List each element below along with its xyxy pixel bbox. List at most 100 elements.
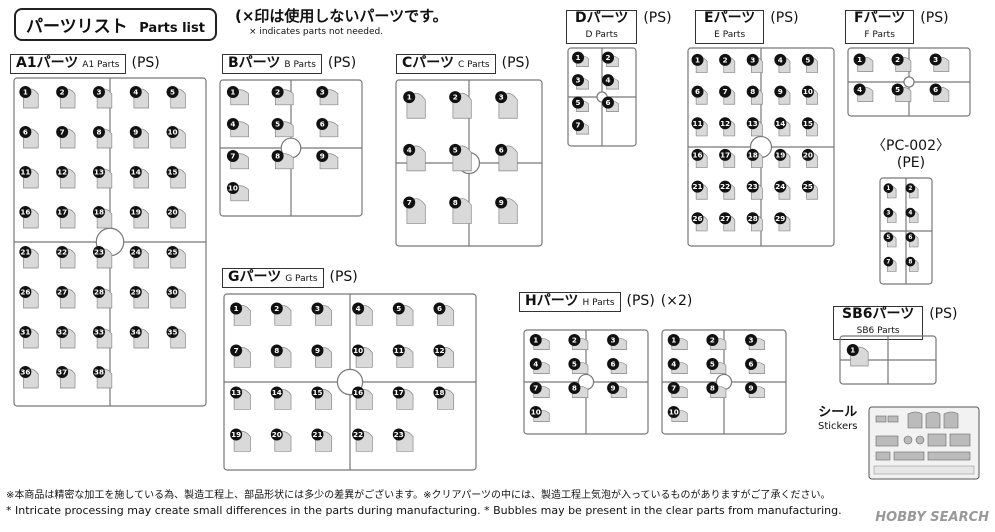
svg-text:1: 1	[234, 304, 239, 313]
svg-text:35: 35	[168, 328, 178, 337]
svg-text:8: 8	[275, 152, 280, 161]
svg-text:17: 17	[720, 150, 730, 159]
part-b-9: 9	[316, 150, 339, 170]
part-d-6: 6	[602, 96, 619, 112]
svg-text:4: 4	[778, 55, 783, 64]
svg-text:1: 1	[857, 55, 862, 64]
part-e-28: 28	[746, 212, 763, 232]
part-h-2: 2	[706, 334, 727, 350]
svg-text:5: 5	[895, 85, 900, 94]
part-b-1: 1	[226, 86, 249, 106]
sheet-jp: Gパーツ	[228, 269, 282, 285]
svg-text:4: 4	[133, 88, 138, 97]
svg-text:7: 7	[723, 87, 728, 96]
svg-text:5: 5	[453, 145, 458, 154]
svg-text:5: 5	[710, 360, 715, 369]
part-a1-16: 16	[19, 206, 39, 229]
part-g-21: 21	[311, 428, 333, 452]
part-a1-25: 25	[166, 246, 186, 269]
title-jp: パーツリスト	[26, 17, 128, 37]
sheet-quantity: (×2)	[660, 293, 693, 309]
svg-text:1: 1	[533, 336, 538, 345]
svg-text:24: 24	[775, 182, 785, 191]
part-g-22: 22	[352, 428, 373, 452]
part-a1-17: 17	[56, 206, 76, 229]
sheet-material: (PE)	[896, 155, 926, 171]
part-g-7: 7	[230, 344, 251, 368]
svg-text:26: 26	[20, 288, 30, 297]
part-b-3: 3	[316, 86, 339, 106]
svg-text:12: 12	[720, 119, 730, 128]
sheet-material: (PS)	[929, 306, 958, 322]
part-g-4: 4	[352, 302, 373, 326]
sheet-en: E Parts	[714, 30, 746, 40]
svg-text:17: 17	[394, 388, 404, 397]
sheet-material: (PS)	[626, 293, 655, 309]
svg-text:29: 29	[131, 288, 141, 297]
part-pc-7: 7	[883, 256, 897, 272]
svg-text:7: 7	[886, 260, 890, 266]
part-a1-11: 11	[19, 166, 39, 189]
part-a1-36: 36	[19, 366, 39, 389]
part-e-19: 19	[774, 148, 791, 168]
part-a1-34: 34	[129, 326, 149, 349]
svg-text:18: 18	[748, 150, 758, 159]
part-e-2: 2	[719, 53, 736, 73]
svg-text:38: 38	[94, 368, 104, 377]
part-c-1: 1	[403, 91, 426, 119]
part-a1-14: 14	[129, 166, 149, 189]
part-f-3: 3	[929, 53, 950, 72]
part-h-2: 2	[568, 334, 589, 350]
svg-text:1: 1	[407, 93, 412, 102]
svg-text:2: 2	[60, 88, 65, 97]
svg-text:13: 13	[231, 388, 241, 397]
runner-sb6: 1	[838, 334, 938, 386]
part-d-5: 5	[572, 96, 589, 112]
svg-text:2: 2	[274, 304, 279, 313]
sheet-jp: Dパーツ	[575, 10, 629, 26]
part-a1-23: 23	[92, 246, 113, 269]
part-c-6: 6	[495, 143, 518, 172]
svg-text:10: 10	[669, 408, 679, 417]
svg-text:4: 4	[671, 360, 676, 369]
svg-text:6: 6	[23, 128, 28, 137]
svg-text:3: 3	[96, 88, 101, 97]
sheet-material: (PS)	[327, 55, 357, 71]
svg-text:18: 18	[94, 208, 104, 217]
hobby-search-watermark: HOBBY SEARCH	[875, 510, 989, 525]
sheet-material: (PS)	[920, 10, 949, 26]
svg-text:3: 3	[933, 55, 938, 64]
svg-text:3: 3	[611, 336, 616, 345]
svg-text:10: 10	[531, 408, 541, 417]
svg-text:3: 3	[320, 88, 325, 97]
part-h-4: 4	[529, 358, 550, 374]
svg-text:7: 7	[230, 152, 235, 161]
part-f-2: 2	[891, 53, 912, 72]
svg-text:1: 1	[230, 88, 235, 97]
sticker-sheet	[868, 406, 980, 480]
svg-text:30: 30	[168, 288, 178, 297]
svg-text:3: 3	[499, 93, 504, 102]
part-h-5: 5	[568, 358, 589, 374]
part-e-5: 5	[801, 53, 818, 73]
svg-text:15: 15	[168, 168, 178, 177]
sheet-en: D Parts	[585, 30, 618, 40]
svg-text:26: 26	[693, 214, 703, 223]
svg-text:9: 9	[778, 87, 783, 96]
svg-text:14: 14	[775, 119, 785, 128]
part-c-4: 4	[403, 143, 426, 172]
part-pc-3: 3	[883, 207, 897, 223]
part-e-24: 24	[774, 180, 791, 200]
sheet-en: H Parts	[582, 298, 615, 308]
part-d-2: 2	[602, 51, 619, 67]
part-g-9: 9	[311, 344, 333, 368]
part-h-7: 7	[529, 382, 550, 398]
svg-text:6: 6	[320, 120, 325, 129]
